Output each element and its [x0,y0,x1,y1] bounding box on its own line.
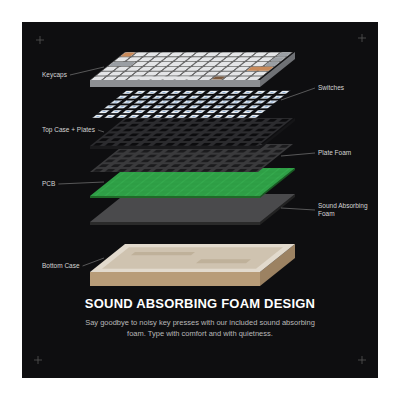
sound-absorbing-foam [90,194,295,225]
caption: Say goodbye to noisy key presses with ou… [80,318,320,340]
sparkles [34,34,366,364]
dark-panel [22,22,378,378]
leader-line [281,208,315,210]
part-label: Top Case + Plates [42,126,102,134]
part-label: Plate Foam [318,149,376,157]
part-label: PCB [42,180,102,188]
part-label: Keycaps [42,71,102,79]
leader-line [98,130,104,132]
keycaps [90,52,295,87]
heading: SOUND ABSORBING FOAM DESIGN [22,296,378,311]
switches [90,90,293,118]
top-case-plates [90,118,295,149]
plate-foam [90,144,293,172]
part-label: Switches [318,84,376,92]
leader-line [70,67,104,75]
part-label: Sound Absorbing Foam [318,202,368,218]
bottom-case [90,244,295,286]
part-label: Bottom Case [42,262,102,270]
leader-line [83,258,104,266]
leader-line [281,88,315,100]
pcb-layer [90,168,295,198]
leader-line [281,153,315,156]
leader-line [58,182,104,184]
